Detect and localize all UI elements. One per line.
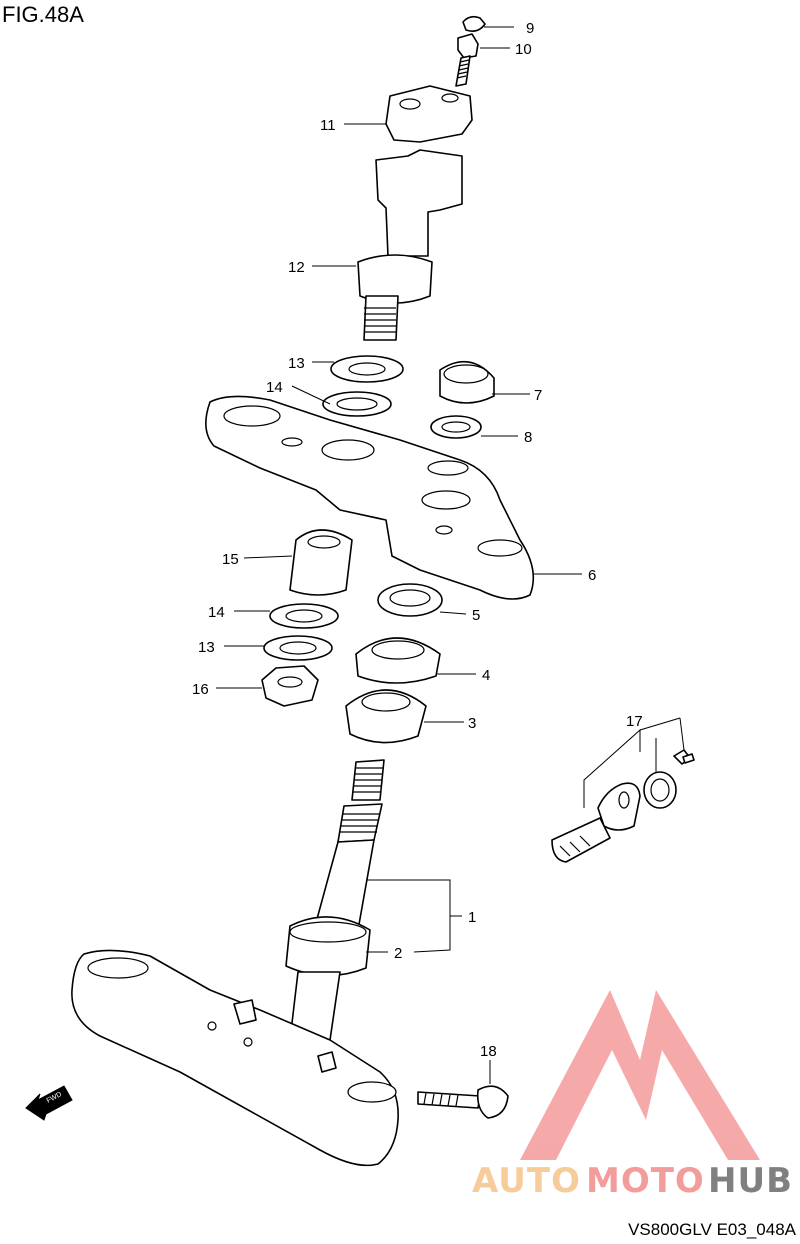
callout-3: 3 [468,715,476,732]
part-16-nut [261,665,319,707]
callout-11: 11 [320,117,336,134]
part-13-washer-lower [263,635,333,661]
figure-title: FIG.48A [2,2,84,27]
fwd-arrow-icon: FWD [25,1085,73,1121]
part-14-washer-lower [269,603,339,629]
part-1-steering-stem [285,759,385,1041]
callout-5: 5 [472,607,480,624]
part-5-ring-nut [377,583,443,617]
part-4-bearing [355,637,441,684]
callout-16: 16 [192,681,209,698]
part-17-steering-lock [551,749,695,863]
callout-8: 8 [524,429,532,446]
part-14-washer-upper [322,391,392,417]
callout-6: 6 [588,567,596,584]
part-18-bolt [417,1085,509,1119]
part-11-upper-clamp [385,85,473,143]
watermark-brand-moto: MOTO [586,1161,705,1201]
callout-14-upper: 14 [266,379,283,396]
watermark-logo: AUTO MOTO HUB [472,990,793,1201]
watermark-brand-auto: AUTO [472,1161,581,1201]
part-13-washer-upper [330,355,404,383]
callout-15: 15 [222,551,239,568]
callout-10: 10 [515,41,532,58]
callout-numbers: 9 10 11 12 13 14 7 8 6 15 14 13 16 5 4 3… [192,20,643,1060]
part-3-bearing [345,689,427,744]
figure-code: VS800GLV E03_048A [628,1220,796,1239]
watermark-brand-hub: HUB [708,1161,793,1201]
callout-18: 18 [480,1043,497,1060]
callout-17: 17 [626,713,643,730]
part-8-washer [430,415,482,439]
part-9-cap [462,15,486,32]
callout-13-upper: 13 [288,355,305,372]
part-15-collar [289,529,353,596]
leader-lines [216,26,685,1084]
part-7-cap-nut [439,360,495,404]
lower-bracket [71,949,399,1167]
callout-7: 7 [534,387,542,404]
part-10-bolt [455,33,479,87]
callout-1: 1 [468,909,476,926]
callout-14-lower: 14 [208,604,225,621]
part-12-holder [357,149,463,341]
callout-4: 4 [482,667,490,684]
callout-13-lower: 13 [198,639,215,656]
callout-2: 2 [394,945,402,962]
callout-9: 9 [526,20,534,37]
callout-12: 12 [288,259,305,276]
part-6-upper-bracket [205,395,535,600]
